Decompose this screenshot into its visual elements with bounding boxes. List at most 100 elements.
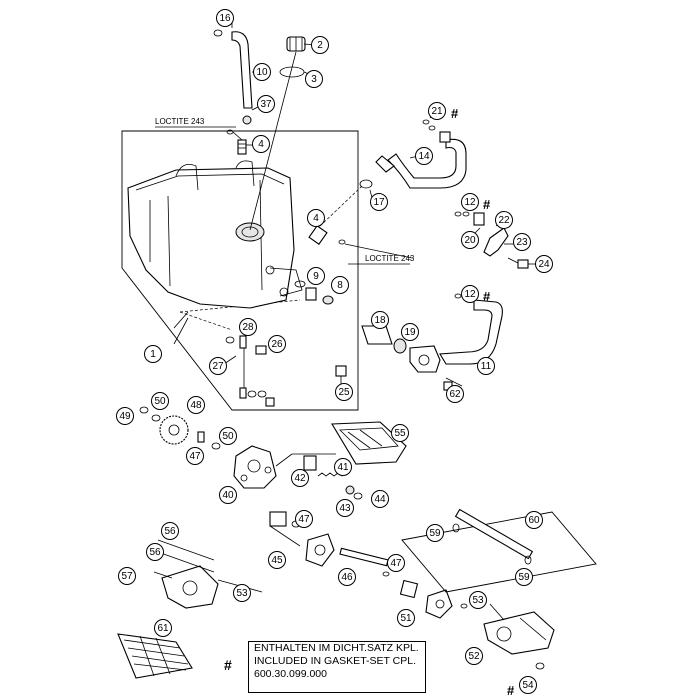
callout-number: 11 [481, 361, 492, 372]
callout-circle [291, 469, 309, 487]
callout-number: 22 [498, 215, 510, 226]
callout-number: 47 [189, 451, 201, 462]
callout-number: 1 [150, 349, 156, 360]
callout-circle [465, 647, 483, 665]
part-callout-42: 42 [291, 469, 309, 487]
callout-circle [146, 543, 164, 561]
part-callout-26: 26 [268, 335, 286, 353]
part-callout-11: 11 [477, 357, 495, 375]
oil-filter [117, 633, 193, 679]
part-callout-21: 21 [428, 102, 446, 120]
callout-number: 14 [418, 151, 430, 162]
part-callout-10: 10 [253, 63, 271, 81]
part-callout-4: 4 [252, 135, 270, 153]
callout-number: 47 [390, 558, 402, 569]
callout-circle [216, 9, 234, 27]
part-callout-60: 60 [525, 511, 543, 529]
callout-circle [525, 511, 543, 529]
legend-hash-mark: # [224, 657, 232, 673]
callout-number: 46 [341, 572, 353, 583]
part-callout-53: 53 [233, 584, 251, 602]
callout-number: 28 [242, 322, 254, 333]
pump-gear [159, 415, 189, 445]
callout-circle [477, 357, 495, 375]
loctite-note-top: LOCTITE 243 [155, 117, 205, 126]
part-callout-50: 50 [219, 427, 237, 445]
callout-number: 56 [149, 547, 161, 558]
part-callout-44: 44 [371, 490, 389, 508]
callout-number: 12 [464, 197, 476, 208]
callout-number: 12 [464, 289, 476, 300]
callout-number: 17 [373, 197, 385, 208]
callout-number: 25 [338, 387, 350, 398]
callout-circle [209, 357, 227, 375]
callout-circle [154, 619, 172, 637]
part-callout-27: 27 [209, 357, 227, 375]
oil-tank [127, 160, 303, 309]
callout-number: 3 [311, 74, 317, 85]
callout-number: 53 [236, 588, 248, 599]
callout-number: 53 [472, 595, 484, 606]
callout-number: 59 [518, 572, 530, 583]
callout-circle [401, 323, 419, 341]
part-callout-24: 24 [535, 255, 553, 273]
hash-marks: #### [451, 106, 515, 698]
callout-number: 61 [157, 623, 169, 634]
callout-number: 2 [317, 40, 323, 51]
callout-number: 56 [164, 526, 176, 537]
gasket-set-hash-mark: # [451, 106, 459, 121]
callout-circle [252, 135, 270, 153]
breather-hose [231, 31, 253, 109]
callout-circle [305, 70, 323, 88]
oil-strainer [331, 421, 407, 465]
callout-circle [219, 486, 237, 504]
callout-circle [446, 385, 464, 403]
callout-circle [426, 524, 444, 542]
callout-circle [513, 233, 531, 251]
callout-number: 4 [258, 139, 264, 150]
part-callout-17: 17 [370, 193, 388, 211]
oil-connector [308, 225, 328, 245]
oil-pump-housing [233, 445, 277, 489]
part-callout-59: 59 [426, 524, 444, 542]
callout-number: 8 [337, 280, 343, 291]
part-callout-3: 3 [305, 70, 323, 88]
callout-circle [116, 407, 134, 425]
callout-number: 42 [294, 473, 306, 484]
callout-number: 50 [222, 431, 234, 442]
callout-number: 24 [538, 259, 550, 270]
part-callout-56: 56 [146, 543, 164, 561]
callout-number: 51 [400, 613, 412, 624]
callout-circle [335, 383, 353, 401]
part-callout-41: 41 [334, 458, 352, 476]
callout-circle [461, 231, 479, 249]
callout-circle [461, 193, 479, 211]
callout-circle [519, 676, 537, 694]
callout-circle [387, 554, 405, 572]
part-callout-62: 62 [446, 385, 464, 403]
loctite-note-mid: LOCTITE 243 [365, 254, 415, 263]
callout-circle [295, 510, 313, 528]
part-callout-2: 2 [311, 36, 329, 54]
callout-number: 20 [464, 235, 476, 246]
callout-circle [371, 311, 389, 329]
callout-circle [253, 63, 271, 81]
part-callout-19: 19 [401, 323, 419, 341]
callout-number: 57 [121, 571, 133, 582]
callout-number: 45 [271, 555, 283, 566]
callout-number: 4 [313, 213, 319, 224]
part-callout-48: 48 [187, 396, 205, 414]
callout-circle [370, 193, 388, 211]
callout-number: 18 [374, 315, 386, 326]
callout-number: 40 [222, 490, 234, 501]
callout-circle [428, 102, 446, 120]
pump-shaft [339, 547, 389, 567]
part-callout-1: 1 [144, 345, 162, 363]
callout-circle [397, 609, 415, 627]
callout-number: 59 [429, 528, 441, 539]
part-callout-57: 57 [118, 567, 136, 585]
part-callout-20: 20 [461, 231, 479, 249]
callout-circle [257, 95, 275, 113]
callout-number: 21 [431, 106, 443, 117]
